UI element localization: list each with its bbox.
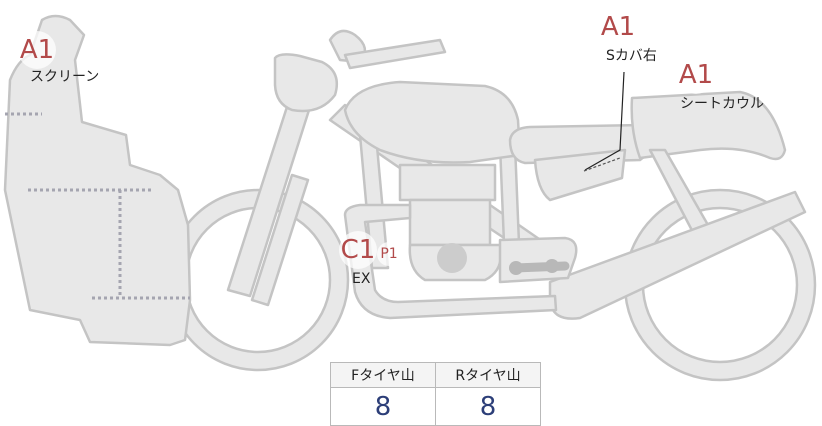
engine-cylinder	[408, 198, 492, 247]
side-cover-right	[533, 148, 627, 202]
panel-lines	[5, 112, 190, 300]
footrest-peg	[509, 261, 523, 275]
engine-head	[398, 163, 497, 202]
seat-cowl-grade: A1	[677, 56, 715, 94]
seat-cowl-label: シートカウル	[680, 96, 764, 112]
seat-cowl	[630, 90, 787, 161]
screen-grade: A1	[18, 31, 56, 69]
exhaust-sub-grade: P1	[377, 242, 401, 266]
headlight	[273, 53, 339, 113]
exhaust-pipe	[343, 203, 558, 320]
engine-cover-circle	[437, 243, 467, 273]
rear-tread-value: 8	[435, 387, 541, 426]
screen-label: スクリーン	[30, 69, 100, 85]
fork-lower	[250, 173, 310, 307]
front-tread-value: 8	[330, 387, 436, 426]
side-cover-leader	[584, 71, 625, 171]
side-cover-grade: A1	[599, 8, 637, 46]
exhaust-grade: C1	[339, 231, 377, 269]
transmission	[498, 236, 578, 284]
tread-header-row: Fタイヤ山 Rタイヤ山	[330, 362, 541, 388]
side-cover-label: Sカバ右	[606, 48, 657, 64]
rear-tread-header: Rタイヤ山	[435, 362, 541, 388]
tire-tread-table: Fタイヤ山 Rタイヤ山 8 8	[330, 362, 541, 426]
footrest-peg-rear	[545, 259, 559, 273]
exhaust-label: EX	[352, 271, 371, 287]
tread-value-row: 8 8	[330, 387, 541, 426]
front-tread-header: Fタイヤ山	[330, 362, 436, 388]
handlebar	[343, 38, 447, 70]
side-cover-mark	[583, 157, 621, 172]
